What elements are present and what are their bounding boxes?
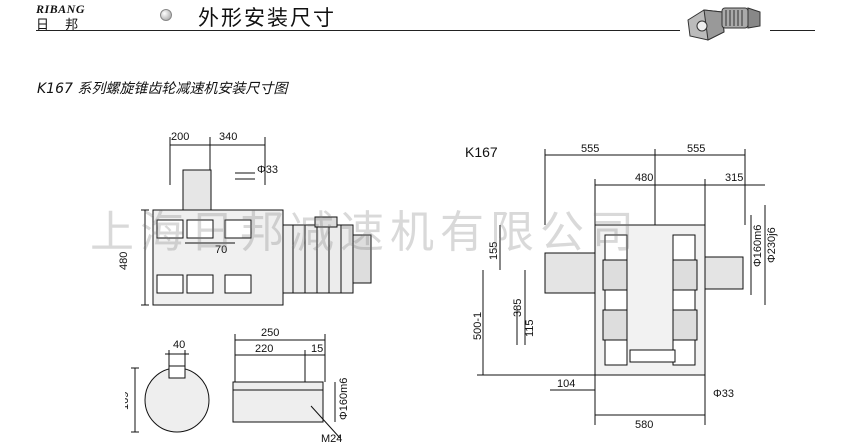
header-divider (36, 30, 680, 31)
page-title: 外形安装尺寸 (198, 6, 336, 30)
dim-480: 480 (635, 172, 653, 184)
right-drawing: K167 555 555 480 315 155 385 115 500-1 Φ… (465, 143, 778, 431)
dim-104: 104 (557, 378, 575, 390)
dim-500-1: 500-1 (472, 312, 484, 340)
brand-logo-cn: 日 邦 (36, 18, 85, 33)
gearmotor-thumbnail-icon (687, 7, 761, 41)
dim-phi33: Φ33 (713, 388, 734, 400)
dim-169: 169 (125, 392, 131, 410)
dim-phi160m6: Φ160m6 (338, 378, 350, 420)
dim-m24: M24 (321, 433, 342, 445)
model-label: K167 (465, 144, 498, 160)
dim-555-left: 555 (581, 143, 599, 155)
watermark: 上海日邦减速机有限公司 (90, 207, 640, 258)
dim-250: 250 (261, 327, 279, 339)
dim-315: 315 (725, 172, 743, 184)
dim-385: 385 (512, 299, 524, 317)
brand-logo-en: RIBANG (36, 2, 86, 16)
dim-15: 15 (311, 343, 323, 355)
dim-115: 115 (524, 319, 536, 337)
drawing-caption: K167 系列螺旋锥齿轮减速机安装尺寸图 (37, 81, 288, 97)
dim-phi230j6: Φ230j6 (766, 227, 778, 263)
dim-340: 340 (219, 131, 237, 143)
dim-phi160m6: Φ160m6 (752, 225, 764, 267)
left-drawing: 200 340 Φ33 480 70 (118, 131, 372, 306)
bullet-icon (160, 9, 172, 21)
shaft-drawing: 40 169 250 220 15 Φ160m6 M24 (125, 327, 350, 445)
header-divider-right (770, 30, 815, 31)
dim-200: 200 (171, 131, 189, 143)
dim-580: 580 (635, 419, 653, 431)
dim-220: 220 (255, 343, 273, 355)
dim-155: 155 (488, 242, 500, 260)
dim-555-right: 555 (687, 143, 705, 155)
dim-40: 40 (173, 339, 185, 351)
dim-phi33: Φ33 (257, 164, 278, 176)
dim-480: 480 (118, 252, 130, 270)
dim-70: 70 (215, 244, 227, 256)
